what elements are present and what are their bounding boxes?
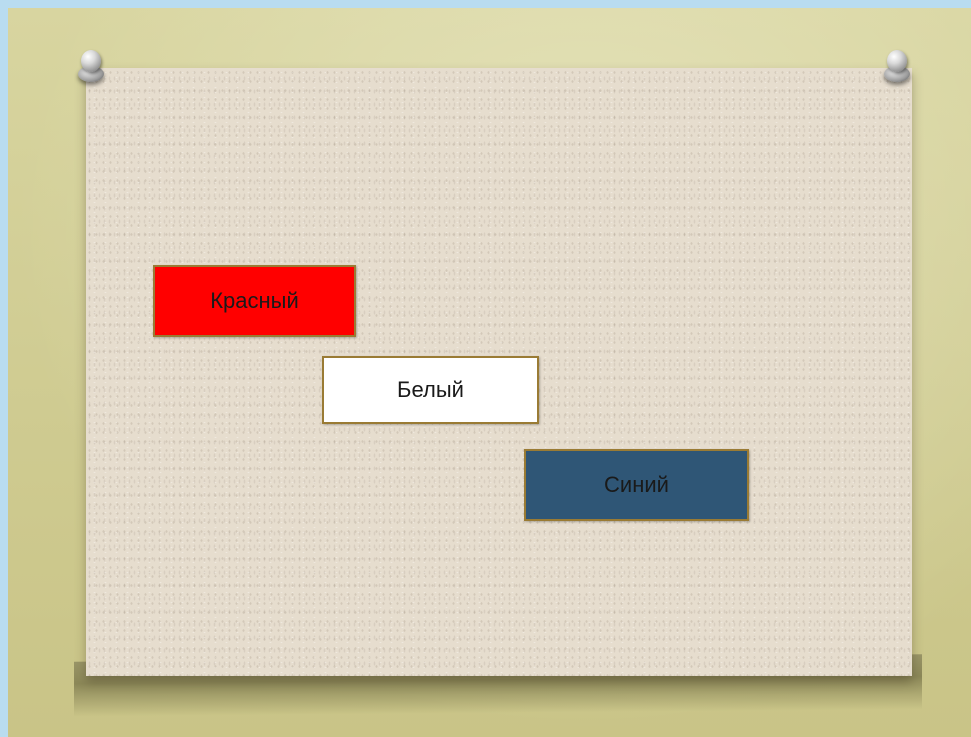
paper-sheet <box>86 68 912 676</box>
color-box-white-label: Белый <box>397 377 464 402</box>
color-box-blue[interactable]: Синий <box>524 449 749 521</box>
color-box-white[interactable]: Белый <box>322 356 539 424</box>
pushpin-right-icon <box>884 50 910 86</box>
color-box-red[interactable]: Красный <box>153 265 356 337</box>
color-box-red-label: Красный <box>210 288 299 313</box>
color-box-blue-label: Синий <box>604 472 669 497</box>
pushpin-left-icon <box>78 50 104 86</box>
